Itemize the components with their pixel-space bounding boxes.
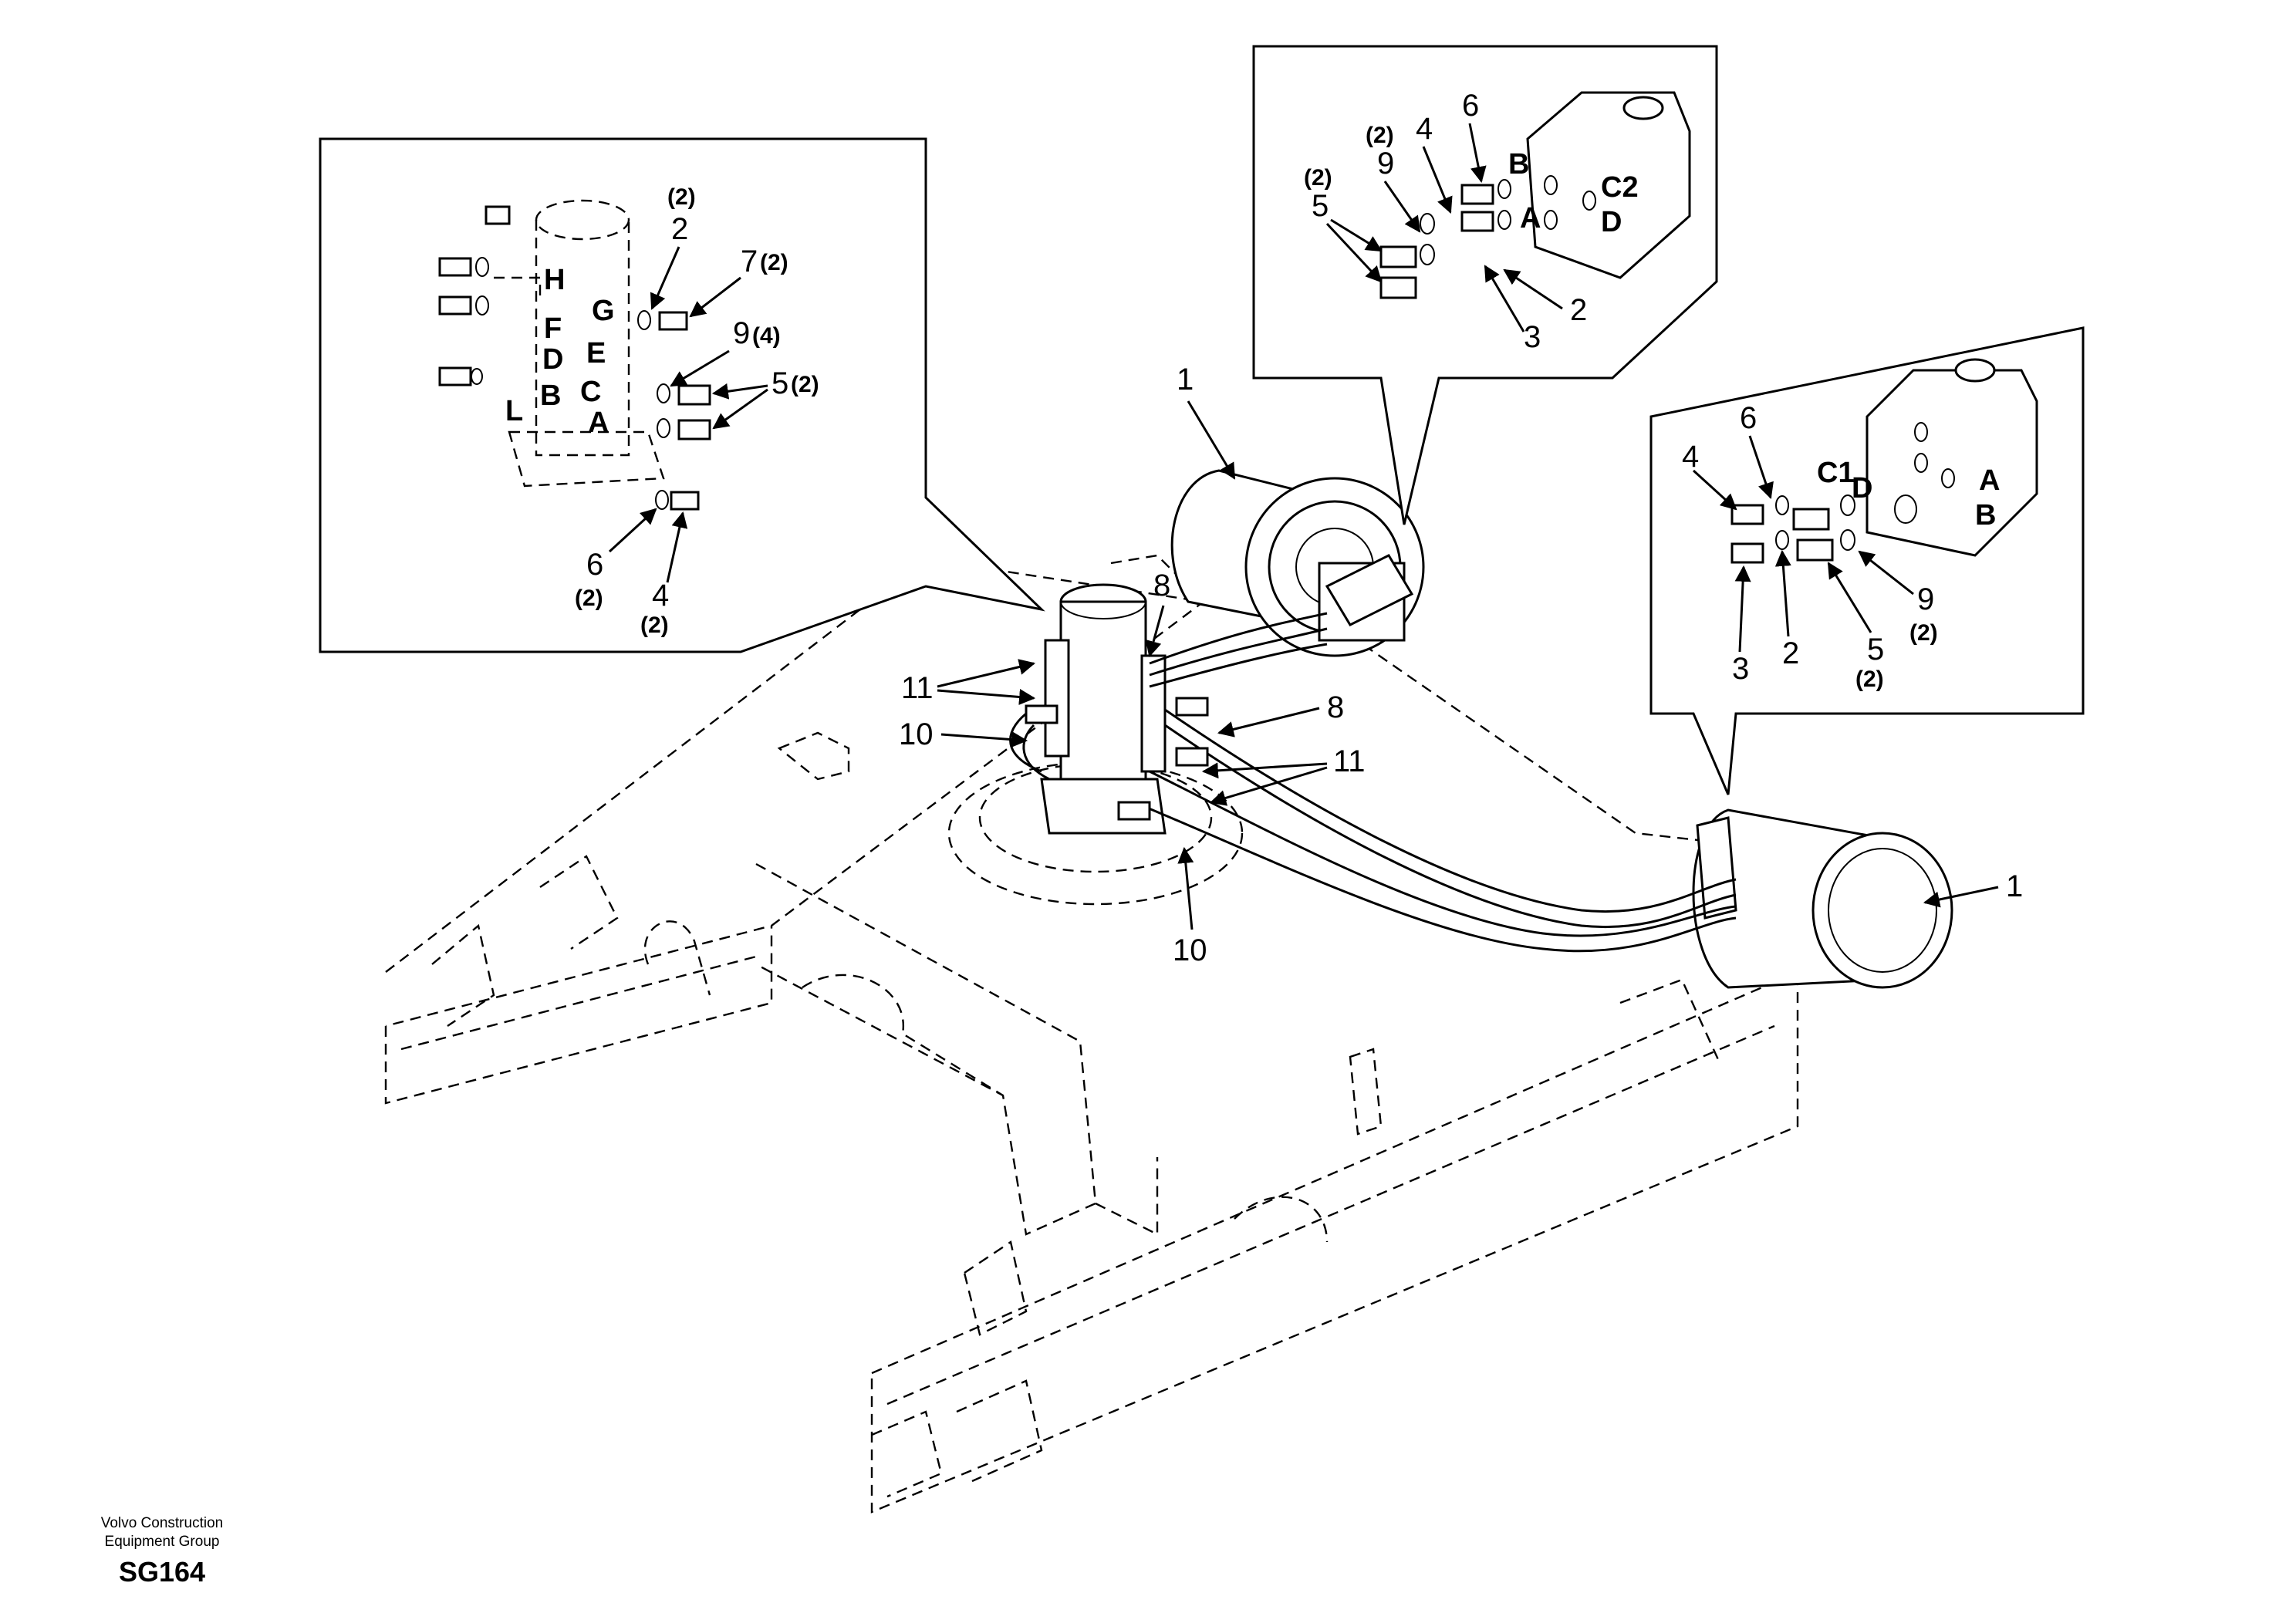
swivel-callout-4-qty: (2) (640, 613, 669, 638)
swivel-port-G: G (592, 295, 615, 327)
swivel-callout-4: 4 (652, 579, 669, 613)
swivel-callout-6-qty: (2) (575, 586, 603, 611)
swivel-fittings-right (637, 310, 711, 511)
footer-company-line2: Equipment Group (105, 1534, 220, 1550)
upper-port-C2: C2 (1601, 171, 1639, 204)
callout-motor-right: 1 (2006, 869, 2023, 903)
callout-hose11-right: 11 (1333, 744, 1366, 778)
swivel-callout-5-qty: (2) (791, 372, 819, 397)
footer-company-line1: Volvo Construction (101, 1515, 223, 1531)
upper-callout-4: 4 (1416, 112, 1433, 146)
upper-callout-5: 5 (1312, 189, 1329, 223)
swivel-callout-9-qty: (4) (752, 323, 781, 349)
right-callout-5-qty: (2) (1855, 667, 1884, 692)
swivel-callout-5: 5 (772, 366, 788, 400)
travel-motor-right (1692, 808, 1953, 989)
swivel-port-A: A (588, 407, 609, 439)
swivel-callout-6: 6 (586, 548, 603, 582)
inset-motor-upper: B A C2 D 6 4 (2) 9 (2) 5 2 3 (1252, 45, 1718, 525)
main-callouts: 1 1 8 8 11 11 10 10 (899, 363, 2023, 967)
right-port-C1: C1 (1817, 457, 1855, 489)
upper-port-B: B (1508, 148, 1529, 181)
right-callout-9: 9 (1917, 582, 1934, 616)
swivel-port-D: D (542, 343, 563, 376)
callout-hose8-right: 8 (1327, 690, 1344, 724)
inset-swivel: H G F E D C B A L (2) 2 7 (2) 9 (4) 5 (2… (319, 137, 1045, 653)
upper-port-D: D (1601, 206, 1622, 238)
upper-callout-5-qty: (2) (1304, 165, 1332, 191)
right-callout-9-qty: (2) (1909, 620, 1938, 646)
swivel-fittings-left (438, 205, 511, 386)
callout-hose11-left: 11 (901, 671, 934, 705)
callout-hose10-bottom: 10 (1173, 933, 1207, 967)
hoses (1009, 612, 1737, 953)
right-callout-4: 4 (1682, 440, 1699, 474)
swivel-port-C: C (580, 376, 601, 408)
right-port-D: D (1852, 472, 1872, 505)
inset-motor-right: C1 D A B 4 6 3 2 5 (2) 9 (2) (1649, 326, 2085, 795)
right-port-B: B (1975, 499, 1996, 532)
upper-callout-9-qty: (2) (1366, 123, 1394, 148)
right-callout-5: 5 (1867, 633, 1884, 667)
right-callout-6: 6 (1740, 401, 1757, 435)
centre-swivel-joint (1040, 583, 1167, 835)
upper-callout-6: 6 (1462, 89, 1479, 123)
upper-callout-9: 9 (1377, 147, 1394, 181)
callout-hose10-left: 10 (899, 717, 934, 751)
upper-port-A: A (1520, 202, 1541, 235)
swivel-port-L: L (505, 395, 523, 427)
swivel-callout-2: 2 (671, 212, 688, 246)
swivel-callout-9: 9 (733, 316, 750, 350)
swivel-port-E: E (586, 337, 606, 370)
right-port-A: A (1979, 464, 2000, 497)
swivel-callout-2-qty: (2) (667, 184, 696, 210)
drawing-code: SG164 (119, 1556, 205, 1588)
right-callout-3: 3 (1732, 652, 1749, 686)
swivel-callout-7-qty: (2) (760, 250, 788, 275)
right-callout-2: 2 (1782, 636, 1799, 670)
footer: Volvo Construction Equipment Group SG164 (101, 1515, 223, 1588)
callout-hose8-top: 8 (1153, 569, 1170, 602)
travel-motor-upper (1170, 469, 1425, 657)
swivel-port-H: H (544, 264, 565, 296)
callout-motor-upper: 1 (1177, 363, 1194, 397)
swivel-port-F: F (544, 312, 562, 345)
swivel-port-B: B (540, 380, 561, 412)
upper-callout-3: 3 (1524, 320, 1541, 354)
upper-callout-2: 2 (1570, 293, 1587, 327)
swivel-callout-7: 7 (741, 245, 758, 278)
